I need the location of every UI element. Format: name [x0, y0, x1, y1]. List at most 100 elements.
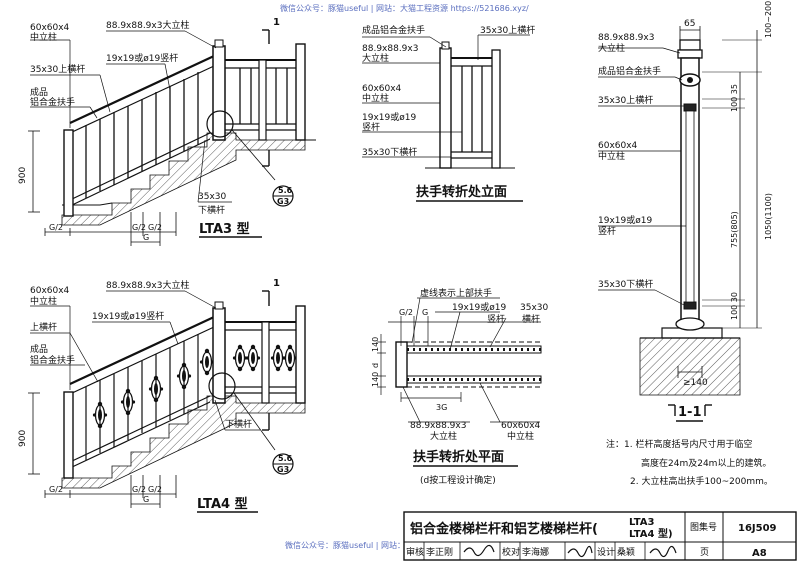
label-bottom-rail: 下横杆: [198, 204, 225, 216]
section-labels: 65 88.9x88.9x3 大立柱 成品铝合金扶手 35x30上横杆 60x6…: [598, 1, 773, 422]
label-bottom-rail: 35x30下横杆: [598, 278, 653, 290]
callout-top: 5.6: [278, 454, 293, 463]
lta4-labels: 60x60x4 中立柱 88.9x88.9x3大立柱 19x19或ø19竖杆 上…: [18, 278, 293, 513]
dim-g2-left: G/2: [49, 223, 63, 232]
label-dashed-note: 虚线表示上部扶手: [420, 287, 492, 299]
callout-bottom: G3: [277, 465, 289, 474]
label-bottom-rail: 下横杆: [225, 418, 252, 430]
set-no-label: 图集号: [690, 521, 717, 533]
label-big-post: 大立柱: [362, 52, 389, 64]
checker-name: 李海娜: [522, 546, 549, 558]
label-handrail-1: 成品: [30, 343, 48, 355]
label-top-rail: 35x30上横杆: [480, 24, 535, 36]
lta3-elevation: [28, 29, 316, 246]
set-no: 16J509: [738, 523, 777, 534]
dim-g: G: [422, 308, 428, 317]
label-big-post: 88.9x88.9x3大立柱: [106, 279, 189, 291]
reviewer-name: 李正刚: [426, 546, 453, 558]
lta3-title: LTA3 型: [199, 221, 250, 237]
label-small-post-size: 60x60x4: [30, 23, 70, 33]
watermark-top: 微信公众号：豚猫useful | 网站：大猫工程资源 https://52168…: [280, 3, 529, 13]
reviewer-signature: [463, 544, 495, 557]
callout-top: 5.6: [278, 186, 293, 195]
type-line-2: LTA4 型): [629, 527, 673, 540]
dim-g: G: [143, 495, 149, 504]
plan-title: 扶手转折处平面: [413, 449, 504, 465]
note-line-2: 高度在24m及24m以上的建筑。: [641, 457, 771, 469]
dim-140-top: 140: [371, 337, 380, 352]
label-small-post-size: 60x60x4: [598, 141, 638, 151]
label-rail: 横杆: [522, 313, 540, 325]
label-rail-size: 35x30: [520, 303, 549, 313]
section-mark: 1: [273, 17, 280, 28]
checker-signature: [567, 545, 593, 558]
designer-signature: [649, 545, 677, 558]
note-line-1: 注：1. 栏杆高度括号内尺寸用于临空: [606, 438, 752, 450]
dim-g2b: G/2: [148, 223, 162, 232]
designer-name: 桑颖: [617, 546, 635, 558]
label-baluster: 竖杆: [487, 313, 505, 325]
section-view: [598, 26, 762, 416]
checker-label: 校对: [502, 546, 520, 558]
title-block: 铝合金楼梯栏杆和铝艺楼梯栏杆( LTA3 LTA4 型) 图集号 16J509 …: [403, 511, 797, 561]
dim-g2: G/2: [399, 308, 413, 317]
label-height: 900: [18, 430, 28, 447]
label-baluster-size: 19x19或ø19: [598, 214, 652, 226]
label-bottom-rail-size: 35x30: [198, 192, 227, 202]
dim-g: G: [143, 233, 149, 242]
label-handrail-1: 成品: [30, 86, 48, 98]
label-big-post-size: 88.9x88.9x3: [598, 33, 654, 43]
label-baluster-size: 19x19或ø19: [452, 301, 506, 313]
dim-g2-left: G/2: [49, 485, 63, 494]
label-handrail: 成品铝合金扶手: [362, 24, 425, 36]
lta4-title: LTA4 型: [197, 496, 248, 512]
dim-100-35: 100 35: [730, 84, 739, 112]
dim-65: 65: [684, 19, 695, 29]
label-baluster: 19x19或ø19竖杆: [106, 52, 178, 64]
label-small-post: 中立柱: [30, 31, 57, 43]
label-handrail-2: 铝合金扶手: [30, 96, 75, 108]
dim-140-bottom: 140: [371, 372, 380, 387]
label-handrail-2: 铝合金扶手: [30, 354, 75, 366]
label-small-post: 中立柱: [30, 295, 57, 307]
plan-subtitle: (d按工程设计确定): [420, 474, 496, 486]
reviewer-label: 审核: [406, 546, 424, 558]
plan-labels: 虚线表示上部扶手 G/2 G 19x19或ø19 竖杆 35x30 横杆 140…: [371, 287, 549, 486]
note-line-3: 2. 大立柱高出扶手100~200mm。: [630, 475, 773, 487]
elevation-title: 扶手转折处立面: [416, 184, 507, 200]
dim-base-140: ≥140: [683, 378, 708, 388]
label-small-post-size: 60x60x4: [362, 84, 402, 94]
label-top-rail: 35x30上横杆: [598, 94, 653, 106]
label-big-post: 88.9x88.9x3大立柱: [106, 19, 189, 31]
dim-1050: 1050(1100): [764, 193, 773, 240]
label-bottom-rail: 35x30下横杆: [362, 146, 417, 158]
dim-d: d: [371, 363, 380, 368]
designer-label: 设计: [597, 546, 615, 558]
label-handrail: 成品铝合金扶手: [598, 65, 661, 77]
notes: 注：1. 栏杆高度括号内尺寸用于临空 高度在24m及24m以上的建筑。 2. 大…: [606, 438, 773, 487]
label-baluster: 竖杆: [598, 225, 616, 237]
callout-bottom: G3: [277, 197, 289, 206]
stair-section: [61, 132, 306, 226]
label-top-rail: 35x30上横杆: [30, 63, 85, 75]
section-title: 1-1: [678, 405, 702, 420]
dim-g2a: G/2: [132, 485, 146, 494]
elevation-labels: 成品铝合金扶手 35x30上横杆 88.9x88.9x3 大立柱 60x60x4…: [362, 24, 535, 202]
label-small-post-size: 60x60x4: [501, 421, 541, 431]
dim-3g: 3G: [436, 403, 447, 412]
lta3-labels: 60x60x4 中立柱 88.9x88.9x3大立柱 19x19或ø19竖杆 3…: [18, 17, 293, 242]
label-small-post-size: 60x60x4: [30, 286, 70, 296]
label-small-post: 中立柱: [598, 150, 625, 162]
label-small-post: 中立柱: [362, 92, 389, 104]
drawing-title: 铝合金楼梯栏杆和铝艺楼梯栏杆(: [410, 521, 598, 537]
dim-100-30: 100 30: [730, 292, 739, 320]
dim-100-200: 100~200: [764, 1, 773, 38]
label-height: 900: [18, 167, 28, 184]
elevation-view: [362, 34, 530, 169]
label-baluster-size: 19x19或ø19: [362, 111, 416, 123]
type-line-1: LTA3: [629, 517, 655, 528]
label-big-post-size: 88.9x88.9x3: [410, 421, 466, 431]
page-label: 页: [700, 547, 709, 558]
